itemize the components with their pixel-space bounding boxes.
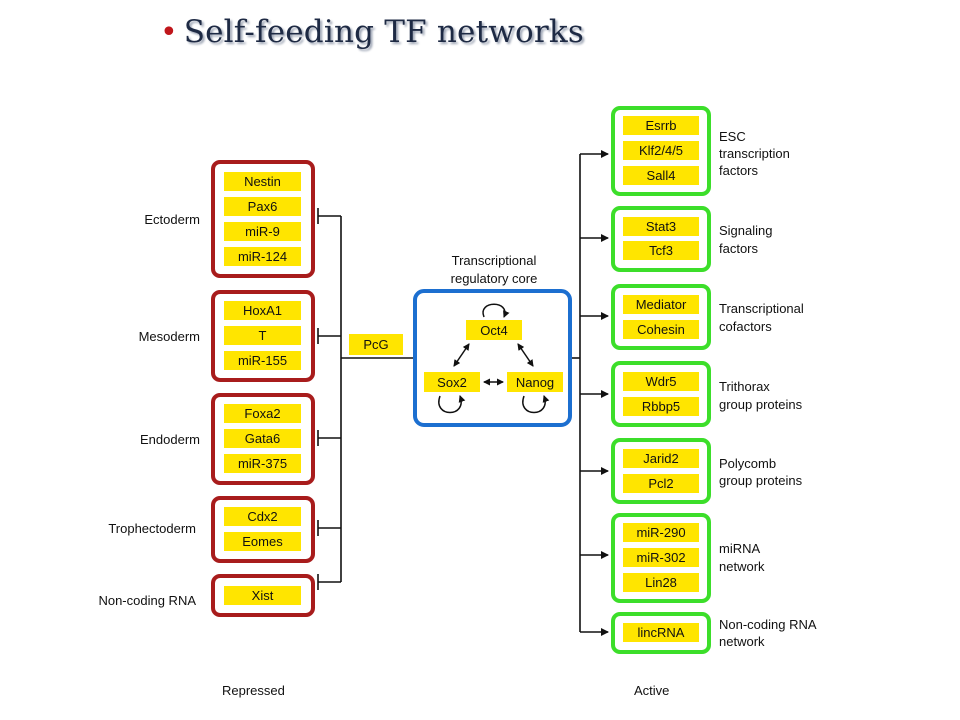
gene-box: Gata6 [224,429,301,448]
active-group-signaling [611,206,711,272]
title-bullet: • [160,14,178,50]
group-label-trithorax-line1: Trithorax [719,379,770,394]
group-label-trophectoderm: Trophectoderm [108,521,196,536]
gene-box: lincRNA [623,623,699,642]
gene-box: Klf2/4/5 [623,141,699,160]
group-label-noncoding-rna: Non-coding RNA [98,593,196,608]
gene-box: miR-9 [224,222,301,241]
gene-box: Mediator [623,295,699,314]
core-caption-line2: regulatory core [450,271,538,286]
repressed-group-ectoderm [211,160,315,278]
gene-box: Stat3 [623,217,699,236]
gene-box: Lin28 [623,573,699,592]
gene-box: Pcl2 [623,474,699,493]
nanog-self-loop [522,395,550,414]
group-label-lincrna-line1: Non-coding RNA [719,617,817,632]
repressed-group-trophectoderm [211,496,315,563]
active-group-trithorax [611,361,711,427]
core-container [413,289,572,427]
repressed-group-mesoderm [211,290,315,382]
group-label-mirna-line2: network [719,559,765,574]
gene-box: miR-302 [623,548,699,567]
gene-box: Cohesin [623,320,699,339]
group-label-cofactors-line2: cofactors [719,319,772,334]
oct4-sox2-arrow [453,343,470,367]
repressed-group-noncoding [211,574,315,617]
gene-box: miR-155 [224,351,301,370]
group-label-polycomb-line1: Polycomb [719,456,777,471]
core-caption-line1: Transcriptional [451,253,537,268]
gene-box: Tcf3 [623,241,699,260]
gene-box: HoxA1 [224,301,301,320]
active-group-polycomb [611,438,711,504]
core-node-oct4: Oct4 [466,320,522,340]
oct4-self-loop [482,303,510,318]
gene-box: Rbbp5 [623,397,699,416]
group-label-endoderm: Endoderm [140,432,200,447]
gene-box: Jarid2 [623,449,699,468]
gene-box: Pax6 [224,197,301,216]
gene-box: Wdr5 [623,372,699,391]
group-label-trithorax-line2: group proteins [719,397,803,412]
gene-box: Sall4 [623,166,699,185]
active-group-lincrna [611,612,711,654]
slide-title-row: • Self-feeding TF networks [160,10,584,54]
group-label-mesoderm: Mesoderm [138,329,200,344]
gene-box: T [224,326,301,345]
gene-box: Xist [224,586,301,605]
repressed-group-endoderm [211,393,315,485]
pcg-box: PcG [349,334,403,355]
group-label-lincrna-line2: network [719,634,765,649]
gene-box: Esrrb [623,116,699,135]
group-label-mirna-line1: miRNA [719,541,761,556]
gene-box: miR-290 [623,523,699,542]
sox2-self-loop [438,395,466,414]
core-node-nanog: Nanog [507,372,563,392]
gene-box: miR-124 [224,247,301,266]
gene-box: Foxa2 [224,404,301,423]
group-label-esc-line3: factors [719,163,759,178]
footer-repressed: Repressed [222,683,285,698]
group-label-signaling-line1: Signaling [719,223,773,238]
group-label-ectoderm: Ectoderm [144,212,200,227]
group-label-esc-line1: ESC [719,129,746,144]
group-label-cofactors-line1: Transcriptional [719,301,804,316]
oct4-nanog-arrow [517,343,534,367]
active-group-mirna [611,513,711,603]
active-group-cofactors [611,284,711,350]
gene-box: Eomes [224,532,301,551]
gene-box: Cdx2 [224,507,301,526]
slide-title: Self-feeding TF networks [183,14,584,50]
group-label-esc-line2: transcription [719,146,790,161]
footer-active: Active [634,683,670,698]
gene-box: miR-375 [224,454,301,473]
group-label-signaling-line2: factors [719,241,759,256]
gene-box: Nestin [224,172,301,191]
group-label-polycomb-line2: group proteins [719,473,803,488]
active-group-esc [611,106,711,196]
core-node-sox2: Sox2 [424,372,480,392]
